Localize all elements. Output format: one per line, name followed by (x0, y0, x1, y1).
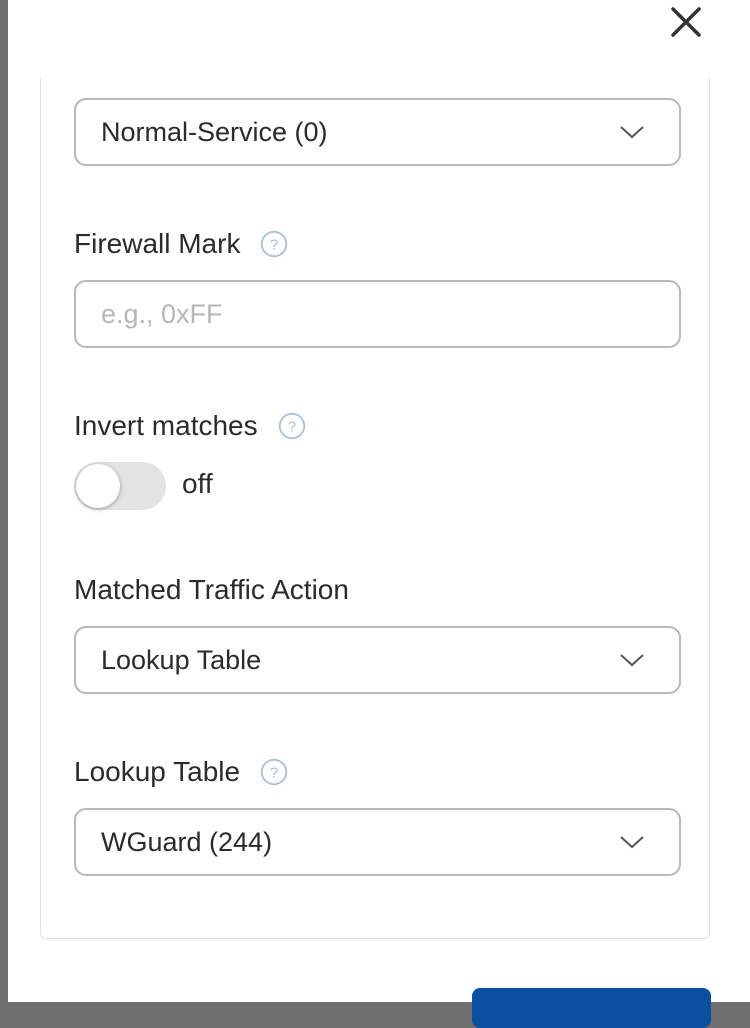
invert-matches-state: off (182, 468, 213, 499)
help-icon[interactable]: ? (260, 758, 288, 786)
chevron-down-icon (620, 654, 644, 667)
service-select-value: Normal-Service (0) (101, 116, 328, 147)
matched-traffic-action-value: Lookup Table (101, 644, 262, 675)
help-icon[interactable]: ? (278, 412, 306, 440)
invert-matches-toggle[interactable] (74, 462, 166, 510)
form-card (40, 78, 710, 939)
modal-dialog: Normal-Service (0) Firewall Mark ? Inver… (8, 0, 750, 1028)
matched-traffic-action-select[interactable]: Lookup Table (74, 626, 681, 694)
firewall-mark-field[interactable] (74, 280, 681, 348)
chevron-down-icon (620, 836, 644, 849)
lookup-table-value: WGuard (244) (101, 826, 273, 857)
firewall-mark-label: Firewall Mark ? (74, 228, 288, 260)
primary-action-button[interactable] (472, 988, 711, 1028)
service-select[interactable]: Normal-Service (0) (74, 98, 681, 166)
firewall-mark-input[interactable] (101, 298, 679, 330)
svg-text:?: ? (288, 419, 296, 435)
lookup-table-select[interactable]: WGuard (244) (74, 808, 681, 876)
invert-matches-label: Invert matches ? (74, 410, 306, 442)
close-button[interactable] (666, 2, 706, 42)
toggle-knob (76, 464, 120, 508)
chevron-down-icon (620, 126, 644, 139)
svg-text:?: ? (270, 237, 278, 253)
close-icon (671, 7, 701, 37)
svg-text:?: ? (270, 765, 278, 781)
lookup-table-label: Lookup Table ? (74, 756, 288, 788)
matched-traffic-action-label: Matched Traffic Action (74, 574, 349, 605)
help-icon[interactable]: ? (260, 230, 288, 258)
